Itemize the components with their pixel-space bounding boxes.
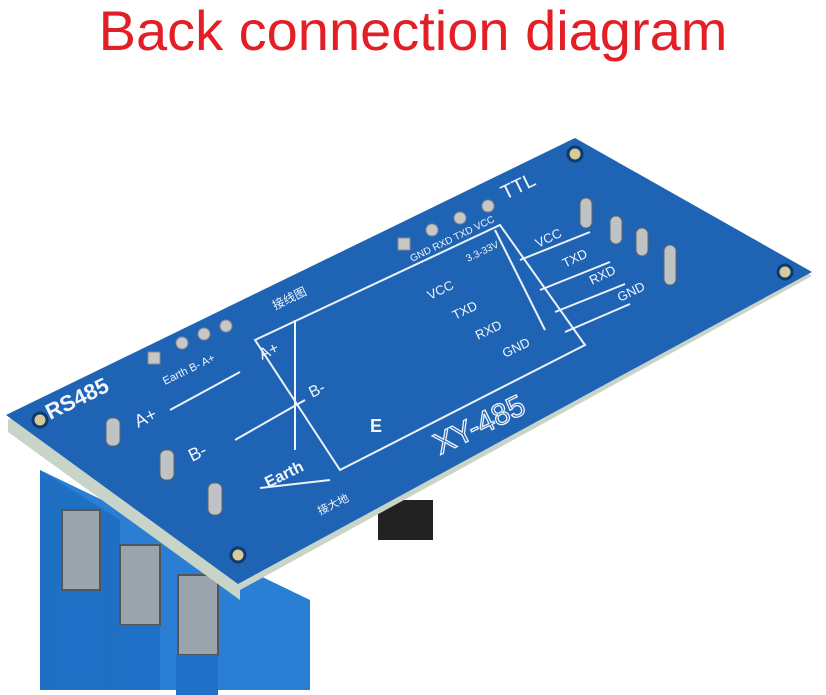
mounting-holes — [31, 145, 794, 564]
box-label-b-minus: B- — [306, 379, 328, 401]
header-pins — [105, 197, 677, 516]
solder-pads — [147, 199, 495, 365]
wiring-diagram-lines — [169, 223, 631, 489]
label-e: E — [370, 416, 382, 436]
page-title: Back connection diagram — [98, 0, 728, 62]
terminal-block — [40, 470, 310, 695]
pcb-board — [6, 138, 812, 584]
